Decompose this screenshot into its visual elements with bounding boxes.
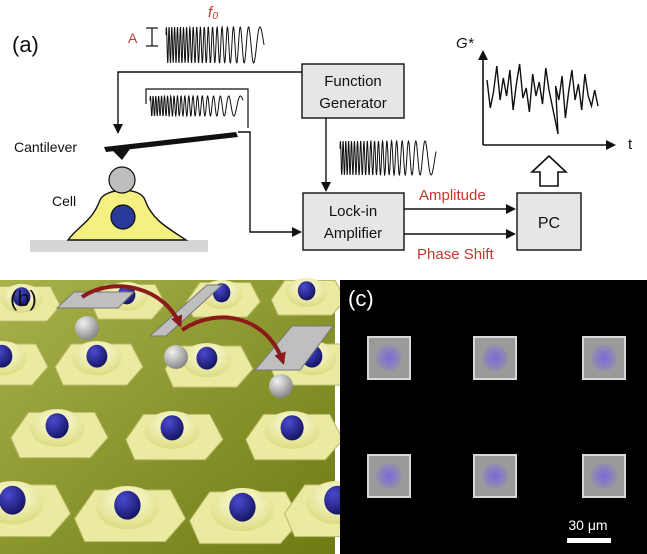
scan-arrow-2-icon <box>180 315 286 365</box>
cell-nucleus <box>86 344 108 368</box>
panel-c: (c) 30 μm <box>340 280 647 554</box>
function-generator-line1: Function <box>324 73 382 90</box>
cell-nucleus <box>45 413 69 439</box>
time-axis-label: t <box>628 136 633 153</box>
bead-left <box>75 316 99 340</box>
chirp-signal-reference-icon <box>339 139 437 177</box>
function-generator-line2: Generator <box>319 95 387 112</box>
frequency-symbol: f₀ <box>208 4 219 21</box>
amplitude-symbol: A <box>128 30 138 46</box>
scale-bar <box>567 538 611 543</box>
panel-a-label: (a) <box>12 32 39 57</box>
bead-right <box>269 374 293 398</box>
cell-nucleus <box>229 492 256 522</box>
substrate <box>30 240 208 252</box>
cantilever-label: Cantilever <box>14 139 77 155</box>
g-star-axis-label: G* <box>456 35 475 52</box>
lock-in-line2: Amplifier <box>324 225 382 242</box>
cantilever-beam <box>104 132 238 152</box>
stained-nucleus <box>376 463 402 489</box>
cell-nucleus <box>196 346 218 370</box>
micrograph-cells <box>367 336 626 498</box>
amplitude-bracket-icon <box>146 27 158 47</box>
phase-shift-output-label: Phase Shift <box>417 246 495 263</box>
lock-in-line1: Lock-in <box>329 203 377 220</box>
drive-signal-wire <box>113 71 302 134</box>
cell-label: Cell <box>52 193 76 209</box>
chirp-signal-top-icon <box>165 25 265 64</box>
cantilever-tip <box>112 149 130 160</box>
response-wire-top <box>145 88 249 128</box>
cell-nucleus <box>280 415 304 441</box>
cell-nucleus <box>12 287 31 307</box>
panel-b-label: (b) <box>10 286 37 311</box>
micropattern-square <box>473 336 517 380</box>
cell-nucleus <box>160 415 184 441</box>
g-star-trace <box>486 63 599 135</box>
panel-b: (b) <box>0 278 397 554</box>
stained-nucleus <box>376 345 402 371</box>
bead <box>108 166 136 194</box>
cell-nucleus <box>297 281 316 301</box>
pc-box <box>516 192 582 251</box>
stained-nucleus <box>482 463 508 489</box>
cell-nucleus <box>110 204 136 230</box>
cell-nucleus <box>0 485 26 515</box>
amplitude-output-label: Amplitude <box>419 187 486 204</box>
pc-label: PC <box>538 215 560 232</box>
scan-arrow-1-icon <box>80 284 183 328</box>
cantilever-middle <box>148 284 224 337</box>
cantilever-left <box>55 291 136 309</box>
bead-middle <box>164 345 188 369</box>
chirp-signal-response-icon <box>149 94 244 118</box>
scale-bar-label: 30 μm <box>568 517 607 533</box>
deflection-wire <box>238 131 302 237</box>
stained-nucleus <box>482 345 508 371</box>
cell-nucleus <box>0 344 13 368</box>
lock-in-amplifier-box <box>302 192 405 251</box>
output-up-arrow-icon <box>529 154 569 187</box>
stained-nucleus <box>591 345 617 371</box>
panel-c-label: (c) <box>348 286 374 311</box>
panel-c-background <box>340 280 647 554</box>
stained-nucleus <box>591 463 617 489</box>
function-generator-box <box>301 63 405 119</box>
cell-nucleus <box>114 490 141 520</box>
panel-a: (a) A f₀ Function Generator Cantilever C… <box>12 4 633 263</box>
